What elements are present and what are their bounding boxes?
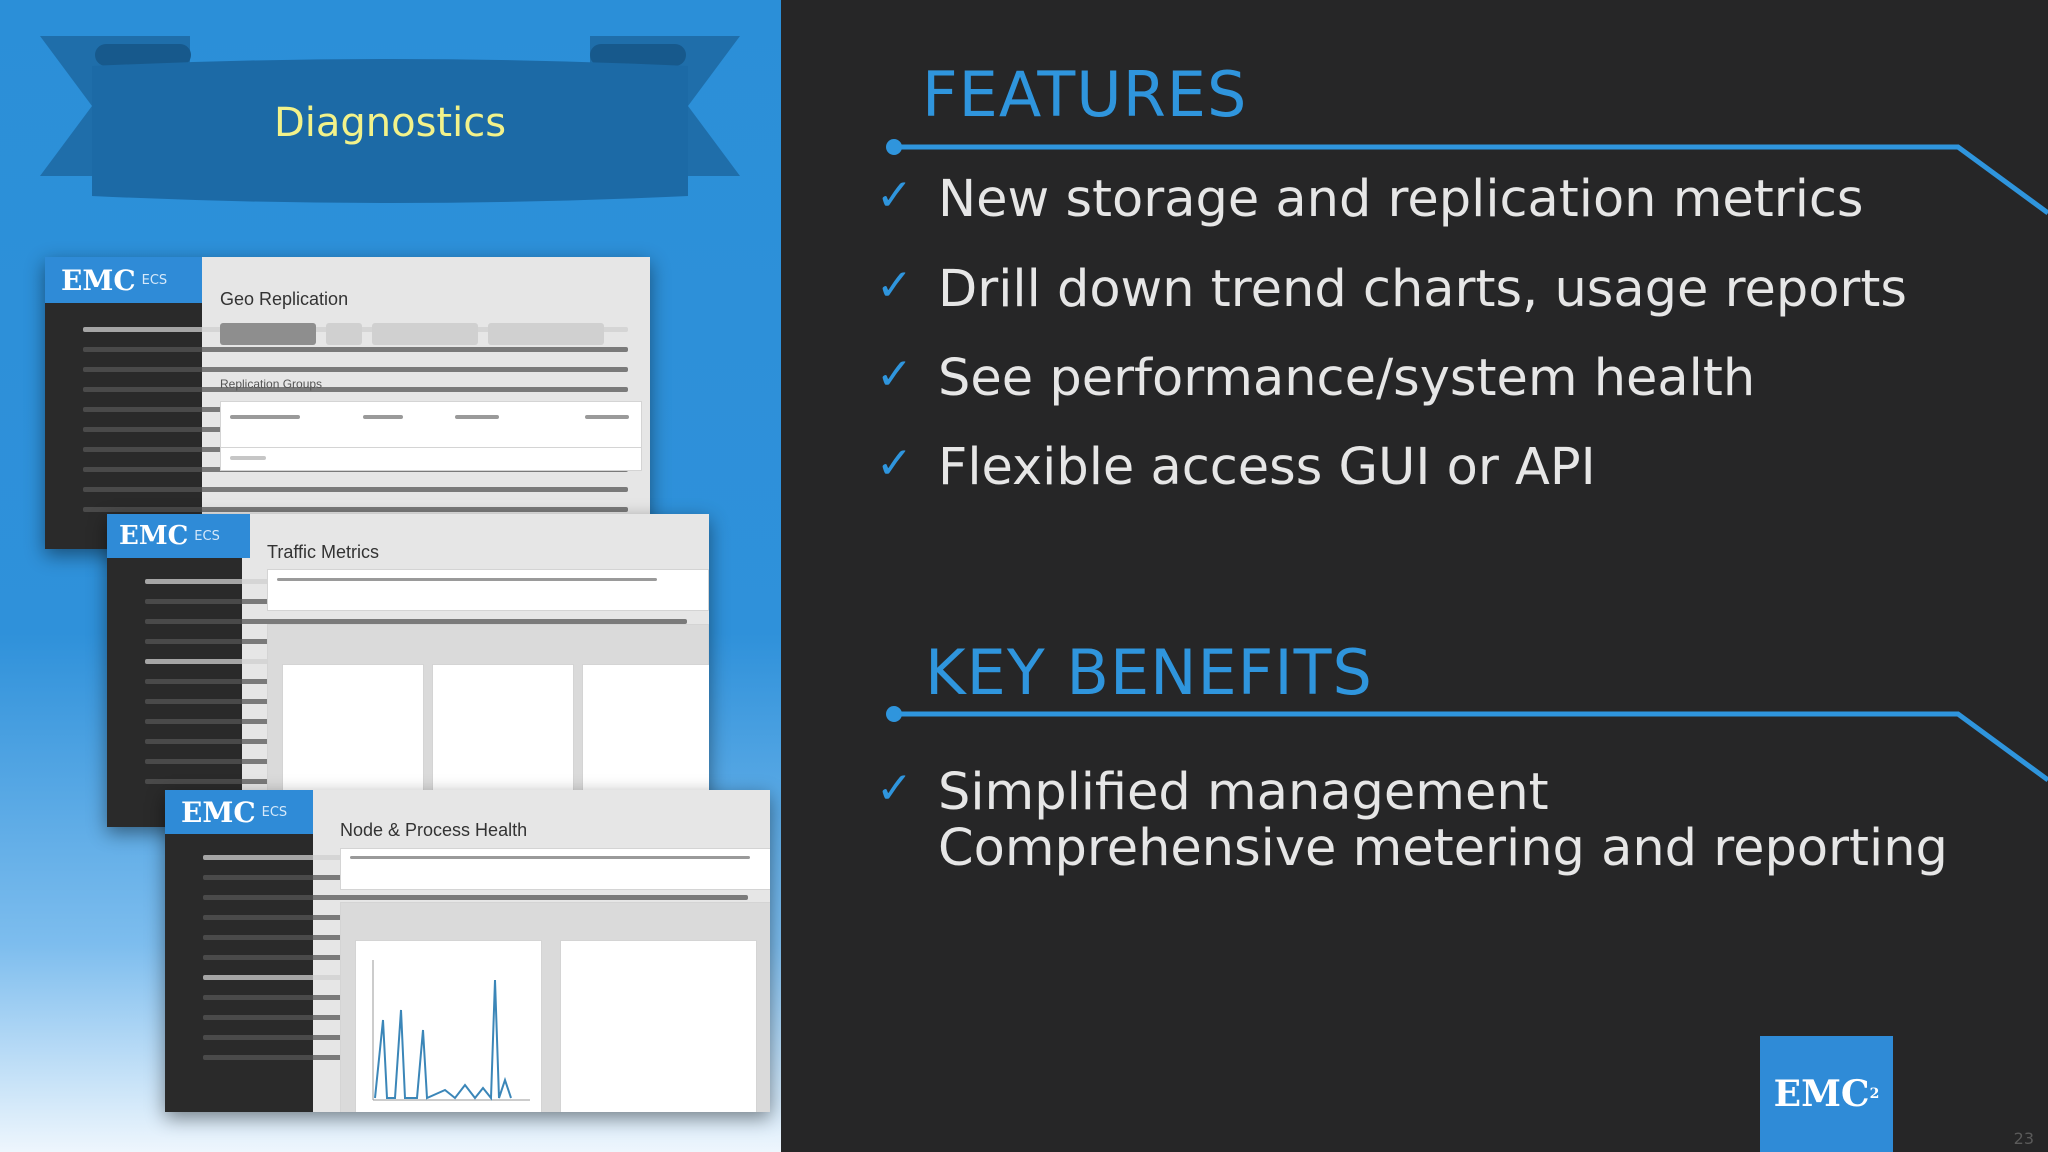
screen-title: Geo Replication (220, 289, 349, 309)
feature-item: New storage and replication metrics (938, 170, 1864, 229)
benefit-item: Simplified management (938, 763, 1549, 822)
feature-item: Flexible access GUI or API (938, 438, 1596, 497)
key-benefits-heading: KEY BENEFITS (925, 636, 1373, 709)
features-heading: FEATURES (922, 58, 1248, 131)
screen-title: Node & Process Health (340, 820, 528, 840)
right-panel (781, 0, 2048, 1152)
screen-title: Traffic Metrics (267, 542, 380, 562)
heading-rules (886, 139, 2048, 783)
feature-item: Drill down trend charts, usage reports (938, 260, 1907, 319)
bandwidth-sparkline (372, 960, 530, 1101)
benefit-item: Comprehensive metering and reporting (938, 819, 1948, 878)
checkmark-icon: ✓ (876, 438, 913, 489)
checkmark-icon: ✓ (876, 349, 913, 400)
checkmark-icon: ✓ (876, 260, 913, 311)
ribbon-banner (40, 36, 740, 203)
page-number: 23 (2013, 1129, 2034, 1148)
checkmark-icon: ✓ (876, 170, 913, 221)
section-label: Replication Groups (220, 377, 323, 391)
checkmark-icon: ✓ (876, 763, 913, 814)
banner-title: Diagnostics (273, 100, 507, 146)
feature-item: See performance/system health (938, 349, 1756, 408)
